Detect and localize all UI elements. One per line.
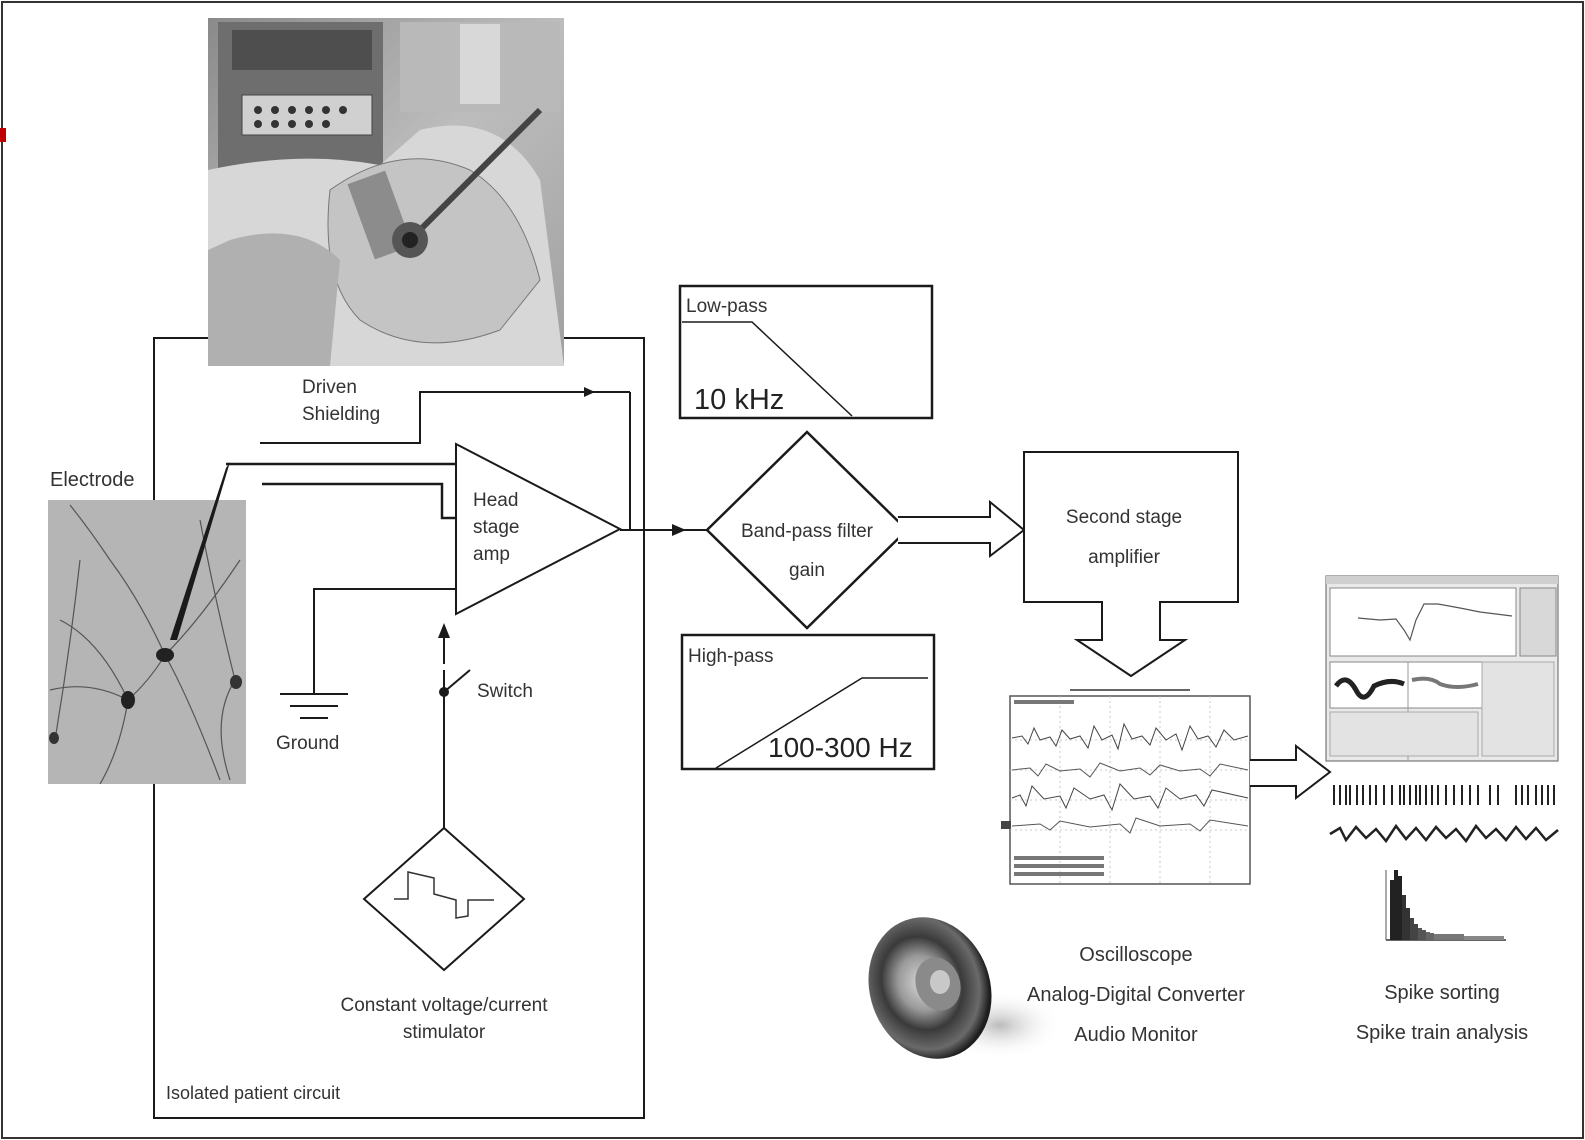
stimulator-block	[362, 826, 526, 972]
low-pass-curve	[682, 321, 853, 417]
driven-shielding-line	[260, 391, 630, 444]
surgical-photo	[208, 18, 564, 366]
second-stage-label-1: Second stage	[1066, 507, 1182, 528]
switch-icon	[439, 669, 471, 697]
high-pass-value: 100-300 Hz	[768, 732, 913, 763]
isi-histogram	[1385, 870, 1506, 941]
red-marker	[0, 128, 6, 142]
driven-label-2: Shielding	[302, 404, 380, 425]
low-pass-title: Low-pass	[686, 296, 767, 317]
isolated-circuit-label: Isolated patient circuit	[166, 1083, 340, 1103]
oscilloscope-screenshot	[1001, 689, 1251, 885]
speaker-icon	[868, 917, 1062, 1059]
band-pass-filter-block	[705, 430, 909, 630]
head-stage-label-2: stage	[473, 517, 519, 538]
driven-label-1: Driven	[302, 377, 357, 398]
spike-sorting-label: Spike sorting	[1384, 982, 1500, 1004]
spike-train-label: Spike train analysis	[1356, 1022, 1528, 1044]
high-pass-box	[680, 633, 936, 771]
electrode-shaft	[170, 462, 230, 640]
electrode-label: Electrode	[50, 469, 135, 491]
neuron-image	[48, 500, 246, 785]
audio-monitor-label: Audio Monitor	[1074, 1024, 1198, 1046]
stimulator-label-1: Constant voltage/current	[340, 995, 548, 1016]
spike-sorting-window	[1325, 575, 1559, 762]
amp-output-arrow	[672, 524, 686, 536]
spike-raster	[1333, 785, 1555, 805]
band-pass-label-1: Band-pass filter	[741, 521, 874, 542]
high-pass-curve	[715, 677, 928, 769]
raw-signal-trace	[1329, 823, 1559, 844]
oscilloscope-label: Oscilloscope	[1079, 944, 1192, 966]
ground-symbol-icon	[280, 693, 348, 719]
switch-arrow	[438, 623, 450, 638]
filter-to-amp-arrow	[898, 499, 1026, 559]
stimulator-label-2: stimulator	[403, 1022, 486, 1043]
shielding-arrow	[584, 387, 595, 397]
scope-to-sorting-arrow	[1250, 743, 1332, 801]
reference-line	[262, 482, 456, 520]
head-stage-label-3: amp	[473, 544, 510, 565]
ground-wire	[313, 588, 456, 693]
ground-label: Ground	[276, 733, 339, 754]
second-stage-label-2: amplifier	[1088, 547, 1160, 568]
head-stage-label-1: Head	[473, 490, 518, 511]
head-stage-amp	[455, 442, 623, 616]
stimulus-waveform	[394, 871, 494, 919]
high-pass-title: High-pass	[688, 646, 774, 667]
switch-label: Switch	[477, 681, 533, 702]
band-pass-label-2: gain	[789, 560, 825, 581]
adc-label: Analog-Digital Converter	[1027, 984, 1245, 1006]
low-pass-value: 10 kHz	[694, 384, 784, 416]
low-pass-box	[678, 284, 934, 420]
second-stage-amplifier	[1023, 451, 1239, 678]
